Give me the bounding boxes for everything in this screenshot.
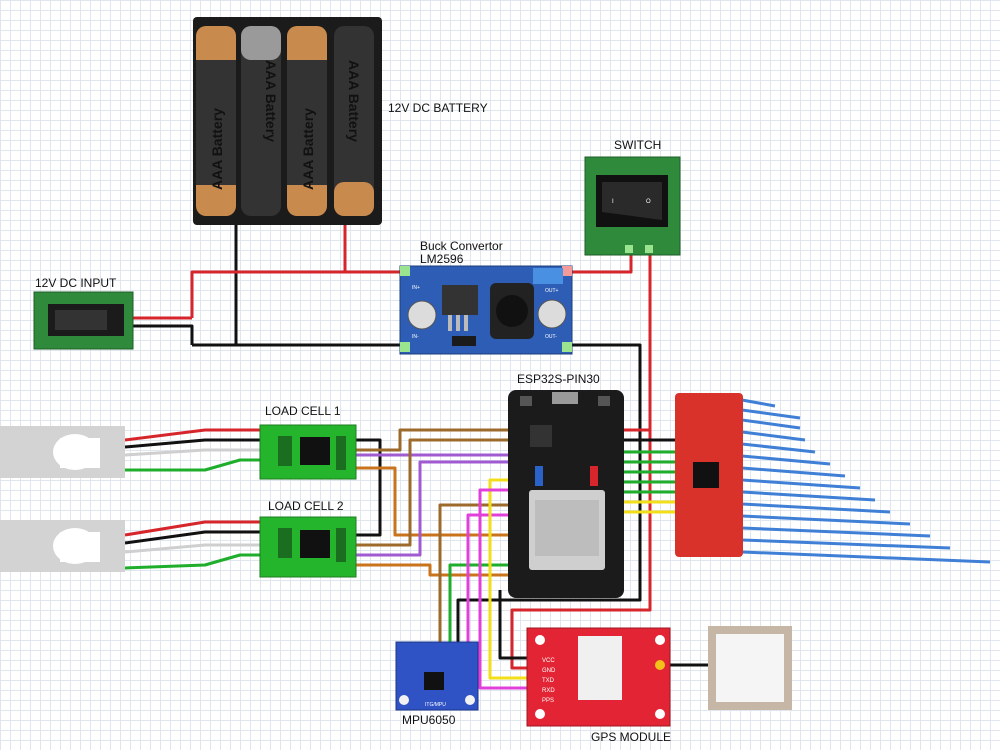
fan-wire: [741, 502, 891, 514]
hx711-module-2: [259, 516, 357, 578]
battery-cell: AAA Battery: [196, 26, 236, 216]
battery-cell-label: AAA Battery: [300, 108, 316, 190]
fan-wire: [741, 430, 806, 442]
fan-wire: [741, 408, 801, 420]
wire-battery-black: [192, 225, 238, 347]
buck-pin-label: IN+: [412, 285, 420, 291]
esp32-board: [508, 390, 624, 598]
wire-dcin-black: [128, 324, 194, 345]
gps-pin-label: PPS: [542, 698, 554, 704]
buck-label-line2: LM2596: [420, 252, 464, 266]
battery-pack: AAA Battery AAA Battery AAA Battery AAA …: [193, 17, 382, 225]
battery-cell: AAA Battery: [287, 26, 327, 216]
power-switch: I O: [584, 156, 681, 256]
wire-mpu-sda: [466, 513, 510, 648]
gps-pin-label: RXD: [542, 688, 555, 694]
wire-buck-out-black: [456, 343, 642, 648]
fan-wire: [741, 466, 846, 478]
wire-lc1-white: [124, 448, 262, 457]
mpu-caption: ITG/MPU: [425, 702, 446, 708]
fan-wire: [741, 418, 801, 430]
wire-hx2-sck: [352, 563, 510, 577]
dc-input-jack: [33, 291, 134, 350]
wire-hx2-dt: [352, 460, 510, 557]
load-cell-bar-1: [0, 426, 125, 478]
gps-label: GPS MODULE: [591, 730, 671, 744]
wire-hx1-vcc: [352, 428, 510, 452]
battery-cell: AAA Battery: [334, 26, 374, 216]
gps-pin-label: VCC: [542, 658, 555, 664]
buck-pin-in-minus: [400, 342, 410, 352]
switch-on-mark: I: [612, 199, 614, 205]
wire-hx2-vcc: [352, 438, 510, 547]
wire-mpu-vcc: [438, 503, 510, 648]
wire-buck-out-red: [568, 252, 633, 274]
battery-cell: AAA Battery: [241, 26, 281, 216]
buck-label-line1: Buck Convertor: [420, 239, 503, 253]
wire-gps-tx: [488, 478, 530, 680]
wire-lc2-black: [124, 530, 262, 545]
load-cell-bar-2: [0, 520, 125, 572]
hx711-module-1: [259, 424, 357, 480]
buck-converter: IN+ IN- OUT+ OUT-: [399, 265, 573, 355]
fan-wire: [741, 454, 831, 466]
buck-pin-label: OUT-: [545, 334, 557, 340]
wire-lc2-white: [124, 543, 262, 554]
battery-cell-label: AAA Battery: [209, 108, 225, 190]
wire-lc1-red: [124, 428, 262, 442]
buck-pin-in-plus: [400, 266, 410, 276]
fan-wire: [741, 442, 816, 454]
buck-pin-out-plus: [562, 266, 572, 276]
esp32-label: ESP32S-PIN30: [517, 372, 600, 386]
fan-wire: [741, 478, 861, 490]
fan-wire: [741, 514, 911, 526]
display-board: [675, 393, 743, 557]
fan-wire: [741, 550, 991, 564]
battery-cell-label: AAA Battery: [263, 60, 279, 142]
gps-pin-label: GND: [542, 668, 556, 674]
gps-antenna: [708, 626, 792, 710]
load-cell-2-label: LOAD CELL 2: [268, 499, 344, 513]
battery-label: 12V DC BATTERY: [388, 101, 488, 115]
wire-lc1-black: [124, 438, 262, 449]
mpu6050-label: MPU6050: [402, 713, 456, 727]
fan-wire: [741, 490, 876, 502]
wire-gps-rx: [478, 488, 530, 690]
battery-cell-label: AAA Battery: [346, 60, 362, 142]
fan-wire: [741, 538, 951, 550]
switch-off-mark: O: [646, 199, 651, 205]
switch-label: SWITCH: [614, 138, 661, 152]
wire-lc2-green: [124, 553, 262, 570]
buck-pin-label: OUT+: [545, 288, 559, 294]
dc-input-label: 12V DC INPUT: [35, 276, 117, 290]
wire-hx1-sck: [352, 466, 510, 537]
fan-wire: [741, 526, 931, 538]
buck-pin-out-minus: [562, 342, 572, 352]
wire-lc2-red: [124, 520, 262, 537]
wires: [124, 225, 710, 690]
gps-pin-label: TXD: [542, 678, 555, 684]
buck-pin-label: IN-: [412, 334, 419, 340]
gps-module: VCC GND TXD RXD PPS: [526, 627, 671, 727]
wire-gps-gnd: [498, 590, 530, 660]
mpu6050-module: ITG/MPU: [395, 641, 479, 711]
load-cell-1-label: LOAD CELL 1: [265, 404, 341, 418]
wire-lc1-green: [125, 458, 262, 472]
display-pin-fan: [741, 398, 991, 564]
fan-wire: [741, 398, 776, 408]
wire-hx1-gnd: [352, 438, 382, 537]
